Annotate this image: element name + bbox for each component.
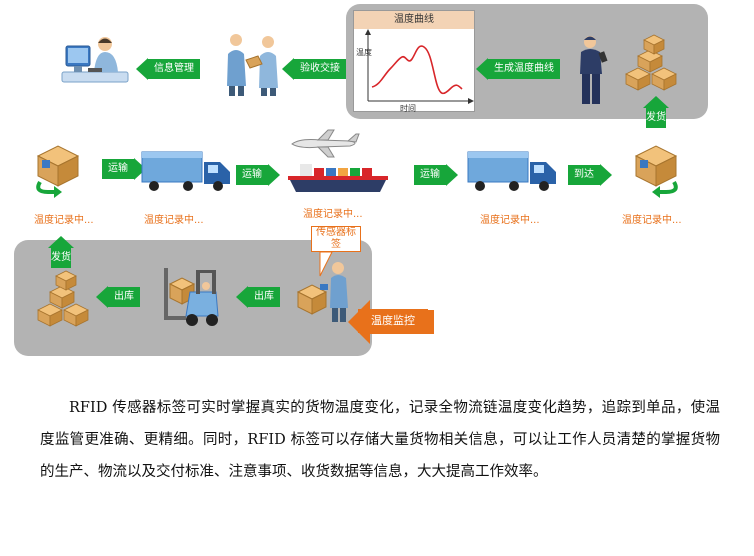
warehouse-out-label-1: 出库 [108, 287, 140, 307]
info-management-arrow: 信息管理 [136, 58, 200, 80]
callout-pointer [319, 251, 333, 277]
warehouse-out-label-2: 出库 [248, 287, 280, 307]
temperature-curve-chart: 温度曲线 温度 时间 [353, 10, 475, 113]
stacked-boxes-icon [625, 34, 677, 91]
sensor-tag-callout: 传感器标签 [311, 226, 361, 252]
acceptance-handover-label: 验收交接 [294, 59, 346, 79]
scanner-worker-icon [580, 36, 608, 104]
generate-curve-label: 生成温度曲线 [488, 59, 560, 79]
info-management-label: 信息管理 [148, 59, 200, 79]
temperature-monitoring-label: 温度监控 [358, 309, 428, 333]
arrive-arrow: 到达 [568, 164, 612, 186]
office-worker-icon [61, 37, 129, 83]
ship-up-arrow-bottom: 发货 [48, 236, 74, 268]
ship-label-bottom: 发货 [51, 248, 71, 268]
generate-curve-arrow: 生成温度曲线 [476, 58, 560, 80]
truck-icon-1 [141, 151, 230, 191]
truck-icon-2 [467, 151, 556, 191]
recording-label-5: 温度记录中... [622, 215, 682, 226]
chart-x-label: 时间 [400, 103, 416, 113]
chart-title: 温度曲线 [354, 11, 474, 29]
cargo-box-arrival-icon [634, 145, 678, 198]
airplane-icon [291, 129, 360, 158]
temperature-monitoring-arrow: 温度监控 [348, 300, 434, 344]
transport-label-3: 运输 [414, 165, 446, 185]
forklift-icon [164, 268, 219, 326]
stacked-boxes-bottom-icon [37, 270, 89, 327]
ship-label-top: 发货 [646, 108, 666, 128]
recording-label-2: 温度记录中... [144, 215, 204, 226]
description-paragraph: RFID 传感器标签可实时掌握真实的货物温度变化，记录全物流链温度变化趋势，追踪… [40, 392, 720, 488]
acceptance-handover-arrow: 验收交接 [282, 58, 346, 80]
warehouse-out-arrow-1: 出库 [96, 286, 140, 308]
arrive-label: 到达 [568, 165, 600, 185]
transport-label-1: 运输 [102, 159, 134, 179]
handover-people-icon [227, 34, 278, 96]
cargo-box-loop-icon [36, 145, 80, 198]
recording-label-1: 温度记录中... [34, 215, 94, 226]
recording-label-4: 温度记录中... [480, 215, 540, 226]
warehouse-out-arrow-2: 出库 [236, 286, 280, 308]
transport-label-2: 运输 [236, 165, 268, 185]
cargo-ship-icon [288, 164, 388, 192]
worker-tagging-box-icon [296, 262, 348, 322]
chart-y-label: 温度 [356, 47, 372, 57]
transport-arrow-1: 运输 [102, 158, 146, 180]
ship-up-arrow-top: 发货 [643, 96, 669, 128]
transport-arrow-3: 运输 [414, 164, 458, 186]
transport-arrow-2: 运输 [236, 164, 280, 186]
description-text: RFID 传感器标签可实时掌握真实的货物温度变化，记录全物流链温度变化趋势，追踪… [40, 400, 720, 480]
recording-label-3: 温度记录中... [303, 209, 363, 220]
